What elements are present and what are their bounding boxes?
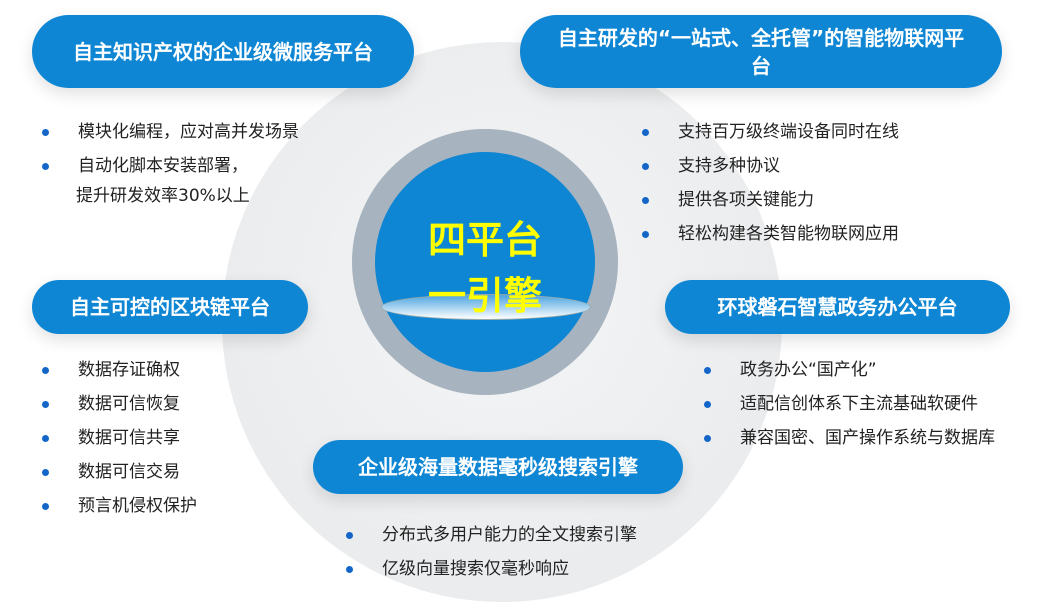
list-item: 支持多种协议	[640, 149, 899, 183]
list-item: 自动化脚本安装部署，	[40, 149, 299, 183]
list-item: 适配信创体系下主流基础软硬件	[702, 387, 995, 421]
list-item: 提升研发效率30%以上	[76, 186, 250, 206]
center-title: 四平台一引擎	[427, 218, 542, 318]
list-item: 数据可信恢复	[40, 387, 197, 421]
list-item: 模块化编程，应对高并发场景	[40, 115, 299, 149]
list-item: 提供各项关键能力	[640, 183, 899, 217]
list-item: 轻松构建各类智能物联网应用	[640, 217, 899, 251]
microservice-platform-title: 自主知识产权的企业级微服务平台	[32, 15, 414, 88]
blockchain-platform-title: 自主可控的区块链平台	[32, 280, 308, 334]
list-item: 数据可信共享	[40, 421, 197, 455]
center-disc	[381, 294, 591, 320]
search-engine-title: 企业级海量数据毫秒级搜索引擎	[313, 440, 683, 494]
center-core	[375, 152, 595, 372]
search-engine-list: 分布式多用户能力的全文搜索引擎 亿级向量搜索仅毫秒响应	[344, 518, 637, 586]
government-platform-title: 环球磐石智慧政务办公平台	[665, 280, 1010, 334]
list-item: 数据可信交易	[40, 455, 197, 489]
list-item: 预言机侵权保护	[40, 489, 197, 523]
list-item: 数据存证确权	[40, 353, 197, 387]
blockchain-platform-list: 数据存证确权 数据可信恢复 数据可信共享 数据可信交易 预言机侵权保护	[40, 353, 197, 523]
list-item: 亿级向量搜索仅毫秒响应	[344, 552, 637, 586]
list-item: 兼容国密、国产操作系统与数据库	[702, 421, 995, 455]
microservice-platform-list: 模块化编程，应对高并发场景 自动化脚本安装部署， 提升研发效率30%以上	[40, 115, 299, 213]
list-item: 政务办公“国产化”	[702, 353, 995, 387]
iot-platform-list: 支持百万级终端设备同时在线 支持多种协议 提供各项关键能力 轻松构建各类智能物联…	[640, 115, 899, 251]
government-platform-list: 政务办公“国产化” 适配信创体系下主流基础软硬件 兼容国密、国产操作系统与数据库	[702, 353, 995, 455]
iot-platform-title: 自主研发的“一站式、全托管”的智能物联网平台	[520, 15, 1002, 88]
list-item: 支持百万级终端设备同时在线	[640, 115, 899, 149]
list-item: 分布式多用户能力的全文搜索引擎	[344, 518, 637, 552]
